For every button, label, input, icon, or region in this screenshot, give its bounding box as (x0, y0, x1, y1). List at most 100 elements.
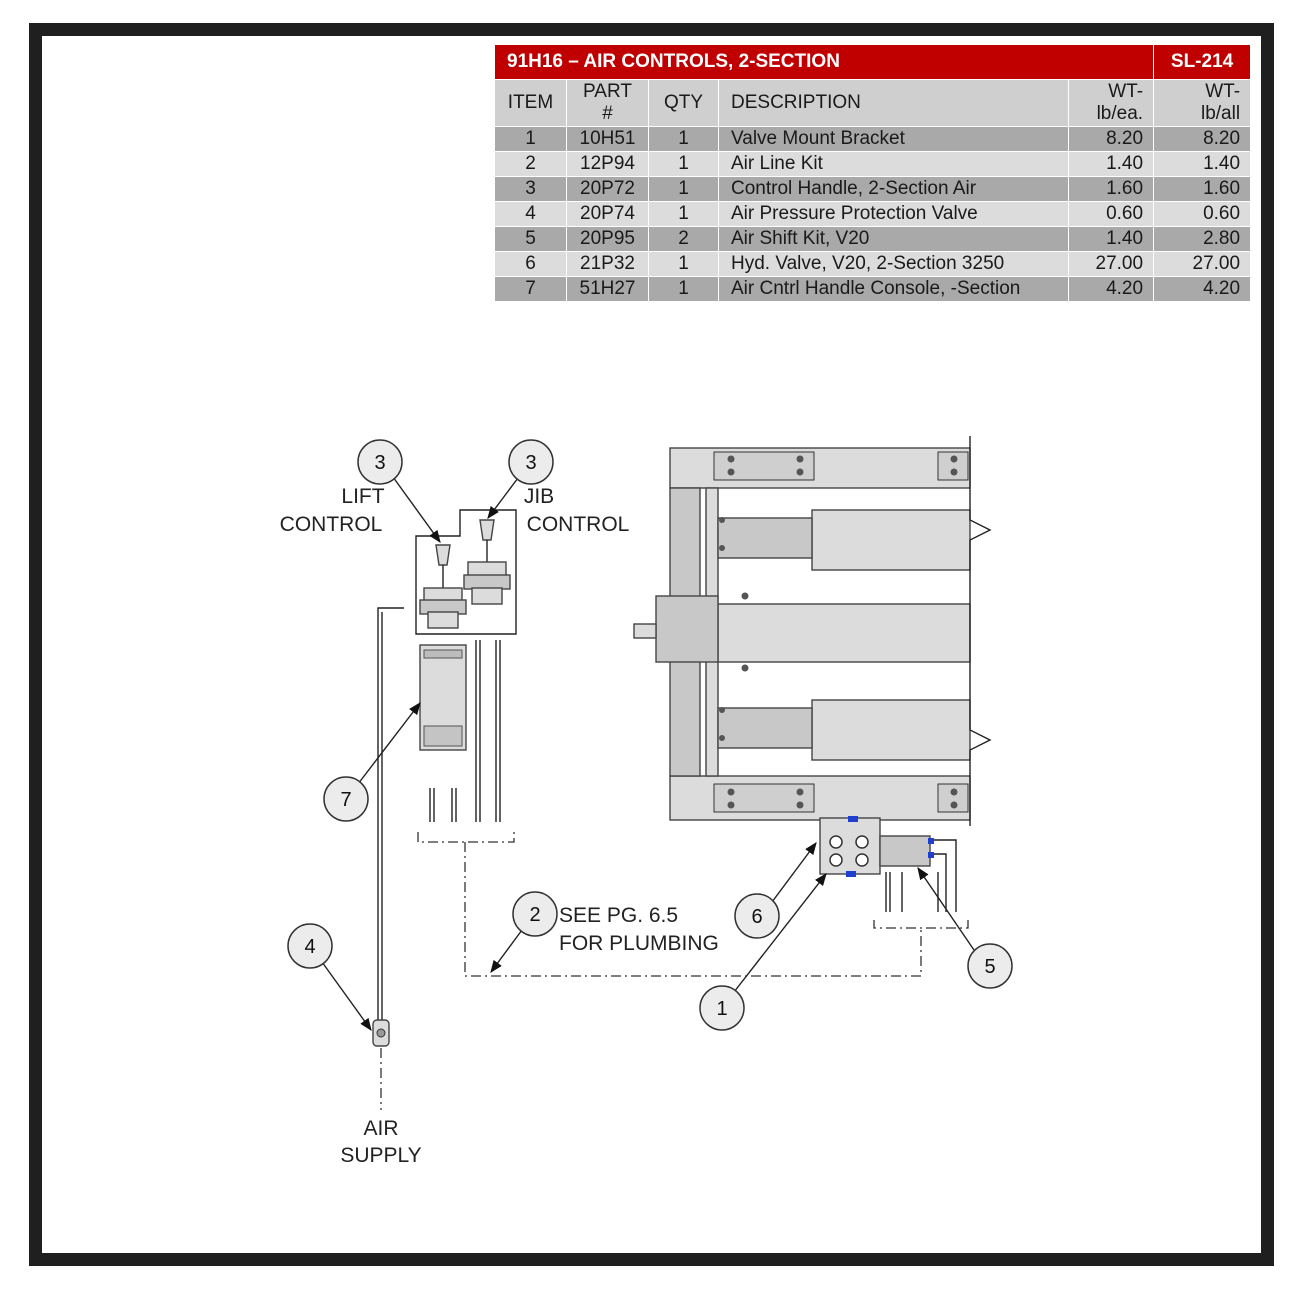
callout-air-line-text: 2 (529, 904, 540, 926)
pressure-protection-valve (372, 1019, 390, 1047)
pivot-housing (655, 595, 719, 663)
label-air-supply: SUPPLY (340, 1144, 421, 1167)
break-line (969, 436, 992, 826)
cell-wt-all: 27.00 (1153, 251, 1252, 277)
cell-wt-all: 1.40 (1153, 151, 1252, 177)
label-jib: JIB (524, 485, 554, 508)
lower-cylinder (811, 699, 971, 761)
callout-lift-handle: 3 (357, 439, 403, 485)
cell-item: 2 (494, 151, 567, 177)
center-beam (717, 603, 971, 663)
callout-bubbles: 3 3 7 2 4 6 5 1 (287, 439, 1013, 1031)
cell-description: Air Line Kit (718, 151, 1069, 177)
cell-item: 1 (494, 126, 567, 152)
ppv-port (376, 1028, 386, 1038)
header-part-line2: # (602, 103, 613, 124)
sheet-code: SL-214 (1153, 44, 1252, 80)
label-air: AIR (363, 1117, 398, 1140)
callout-pressure-valve-text: 4 (304, 936, 315, 958)
leader-jib-handle (487, 477, 519, 520)
cell-description: Air Cntrl Handle Console, -Section (718, 276, 1069, 302)
cell-part: 10H51 (566, 126, 649, 152)
leader-hyd-valve (771, 841, 817, 903)
cell-item: 7 (494, 276, 567, 302)
cell-qty: 1 (648, 251, 719, 277)
cell-part: 20P95 (566, 226, 649, 252)
cell-wt-each: 1.40 (1067, 151, 1155, 177)
cell-wt-all: 4.20 (1153, 276, 1252, 302)
shift-kit-body (879, 835, 931, 867)
cell-wt-each: 27.00 (1067, 251, 1155, 277)
upper-cylinder (811, 509, 971, 571)
header-item: ITEM (494, 79, 567, 127)
valve-ports (829, 835, 869, 867)
cell-wt-each: 1.60 (1067, 176, 1155, 202)
callout-jib-handle-text: 3 (525, 452, 536, 474)
leader-shift-kit (917, 866, 975, 951)
console-bottom-rib (423, 725, 463, 747)
handle-console (419, 644, 467, 751)
plumbing-routing (417, 832, 969, 977)
leader-lift-handle (392, 476, 441, 544)
cell-item: 4 (494, 201, 567, 227)
lower-cylinder-clevis (717, 707, 813, 749)
cell-wt-each: 0.60 (1067, 201, 1155, 227)
cell-qty: 1 (648, 126, 719, 152)
cell-wt-each: 4.20 (1067, 276, 1155, 302)
jib-control-handle (463, 519, 511, 605)
jib-knob (479, 519, 495, 541)
cell-item: 3 (494, 176, 567, 202)
header-wt-each: WT-lb/ea. (1067, 79, 1155, 127)
lift-control-handle (419, 544, 467, 629)
cell-description: Valve Mount Bracket (718, 126, 1069, 152)
jib-boot-top (467, 561, 507, 577)
cell-qty: 2 (648, 226, 719, 252)
cell-part: 21P32 (566, 251, 649, 277)
header-wt-each-line2: lb/ea. (1096, 103, 1144, 124)
blue-fittings (846, 816, 934, 877)
callout-hyd-valve: 6 (734, 893, 780, 939)
cell-qty: 1 (648, 276, 719, 302)
header-part: PART# (566, 79, 649, 127)
callout-hyd-valve-text: 6 (751, 906, 762, 928)
label-jib-control: CONTROL (527, 513, 630, 536)
hydraulic-valve-assembly (819, 816, 957, 912)
leader-air-line (490, 929, 523, 974)
leader-bracket (733, 873, 827, 993)
label-lift: LIFT (341, 485, 384, 508)
jib-boot-base (463, 574, 511, 590)
callout-bracket: 1 (699, 985, 745, 1031)
shift-kit-lines (885, 839, 957, 912)
frame-bolts (719, 455, 958, 809)
callout-shift-kit-text: 5 (984, 956, 995, 978)
console-bracket (417, 832, 515, 843)
cell-item: 5 (494, 226, 567, 252)
cell-part: 20P74 (566, 201, 649, 227)
label-for-plumbing: FOR PLUMBING (559, 932, 719, 955)
header-description: DESCRIPTION (718, 79, 1069, 127)
callout-air-line: 2 (512, 891, 558, 937)
cell-description: Control Handle, 2-Section Air (718, 176, 1069, 202)
header-wt-all-line2: lb/all (1200, 103, 1241, 124)
cell-part: 51H27 (566, 276, 649, 302)
callout-shift-kit: 5 (967, 943, 1013, 989)
label-lift-control: CONTROL (280, 513, 383, 536)
lift-knob (435, 544, 451, 566)
leader-console (357, 701, 421, 785)
callout-bracket-text: 1 (716, 998, 727, 1020)
leader-lines (321, 476, 975, 1032)
cell-description: Air Pressure Protection Valve (718, 201, 1069, 227)
supply-line-outer (377, 607, 404, 1020)
cell-qty: 1 (648, 151, 719, 177)
console-top-rib (423, 649, 463, 659)
cell-wt-each: 1.40 (1067, 226, 1155, 252)
cell-wt-all: 0.60 (1153, 201, 1252, 227)
header-part-line1: PART (583, 81, 632, 102)
diagram-labels: LIFT CONTROL JIB CONTROL SEE PG. 6.5 FOR… (280, 485, 719, 1167)
